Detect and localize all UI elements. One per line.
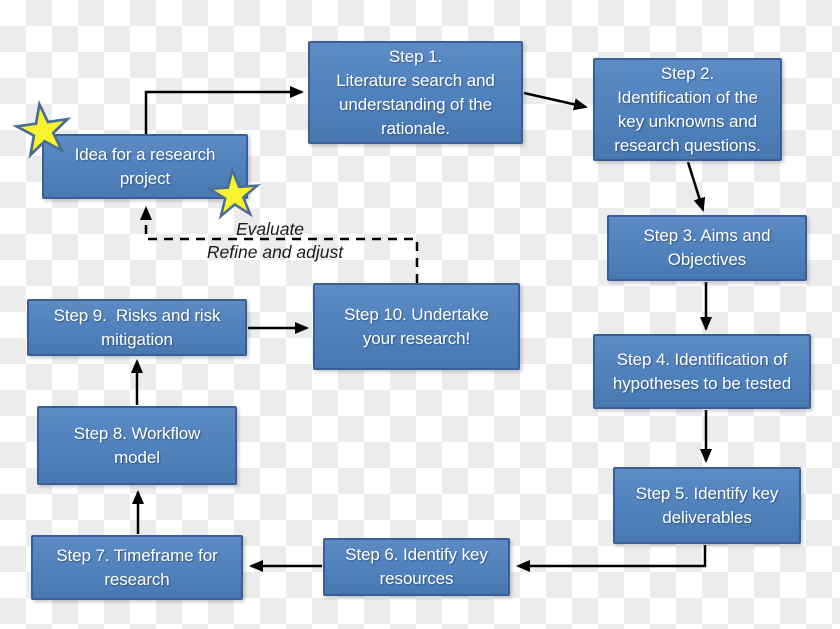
connector-idea-to-step1 bbox=[144, 86, 304, 135]
node-step8-label: Step 8. Workflow model bbox=[73, 423, 201, 467]
node-step6: Step 6. Identify key resources bbox=[323, 538, 510, 596]
node-step9-label: Step 9. Risks and risk mitigation bbox=[53, 305, 221, 349]
connector-step2-to-step3 bbox=[686, 161, 706, 212]
node-step3: Step 3. Aims and Objectives bbox=[607, 215, 807, 281]
star-icon bbox=[205, 166, 262, 220]
node-step2-label: Step 2. Identification of the key unknow… bbox=[614, 63, 761, 155]
connector-feedback-dashed bbox=[140, 206, 419, 283]
node-step7: Step 7. Timeframe for research bbox=[31, 535, 243, 600]
node-step1-label: Step 1. Literature search and understand… bbox=[336, 46, 495, 138]
node-step4-label: Step 4. Identification of hypotheses to … bbox=[612, 349, 792, 393]
node-step10: Step 10. Undertake your research! bbox=[313, 283, 520, 370]
node-step10-label: Step 10. Undertake your research! bbox=[344, 304, 489, 348]
node-step1: Step 1. Literature search and understand… bbox=[308, 41, 523, 144]
node-step5: Step 5. Identify key deliverables bbox=[613, 467, 801, 544]
node-step6-label: Step 6. Identify key resources bbox=[345, 545, 488, 588]
node-step4: Step 4. Identification of hypotheses to … bbox=[593, 334, 811, 409]
node-step3-label: Step 3. Aims and Objectives bbox=[643, 226, 771, 269]
node-step5-label: Step 5. Identify key deliverables bbox=[635, 483, 779, 527]
node-idea-label: Idea for a research project bbox=[74, 144, 216, 188]
feedback-label-evaluate: Evaluate bbox=[235, 219, 305, 239]
node-step8: Step 8. Workflow model bbox=[37, 406, 237, 485]
node-step7-label: Step 7. Timeframe for research bbox=[56, 545, 218, 589]
node-step9: Step 9. Risks and risk mitigation bbox=[27, 299, 247, 356]
node-step2: Step 2. Identification of the key unknow… bbox=[593, 58, 782, 161]
connector-step5-to-step6 bbox=[516, 545, 707, 572]
star-icon bbox=[12, 99, 72, 159]
connector-step1-to-step2 bbox=[523, 91, 588, 111]
feedback-label-refine-adjust: Refine and adjust bbox=[206, 242, 344, 262]
